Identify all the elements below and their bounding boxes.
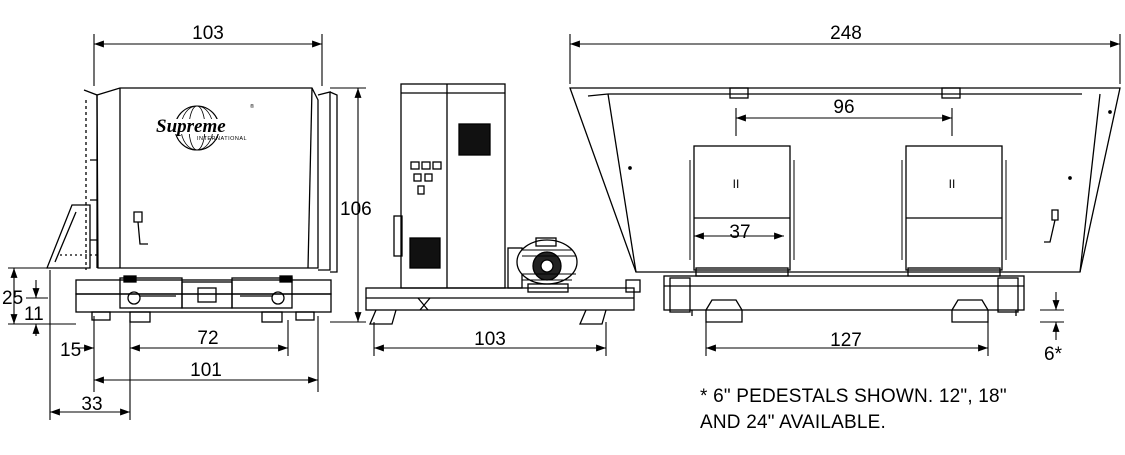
dim-pedestal-spacing: 127 [830, 330, 862, 351]
dim-side-width: 103 [474, 329, 506, 350]
hopper-mark-left: II [733, 177, 740, 191]
hopper-mark-right: II [949, 177, 956, 191]
front-view [46, 87, 338, 323]
dim-front-width: 103 [192, 23, 224, 44]
dimension-lines [8, 34, 1121, 420]
dim-pedestal-height: 6* [1044, 344, 1063, 365]
pedestal-note-line-1: * 6" PEDESTALS SHOWN. 12", 18" [700, 386, 1007, 407]
dim-15: 15 [60, 340, 81, 361]
dim-hopper-spacing: 96 [833, 97, 854, 118]
dim-front-height: 106 [340, 199, 372, 220]
supreme-logo: Supreme INTERNATIONAL ® [152, 103, 258, 151]
logo-wordmark: Supreme [156, 116, 226, 137]
dim-33: 33 [81, 394, 102, 415]
pedestal-note-line-2: AND 24" AVAILABLE. [700, 412, 887, 433]
length-view [569, 87, 1121, 323]
dimension-labels: 103 248 96 37 106 103 127 6* 25 11 15 72… [2, 23, 1063, 415]
dim-25: 25 [2, 288, 23, 309]
logo-mark: ® [250, 103, 255, 110]
dim-11: 11 [24, 304, 44, 325]
dim-101: 101 [190, 360, 222, 381]
pedestal-note: * 6" PEDESTALS SHOWN. 12", 18" AND 24" A… [700, 384, 1007, 436]
dim-hopper-width: 37 [729, 222, 750, 243]
dim-overall-length: 248 [830, 23, 862, 44]
logo-subtitle: INTERNATIONAL [197, 136, 247, 142]
dim-72: 72 [197, 328, 218, 349]
side-view [365, 83, 641, 325]
